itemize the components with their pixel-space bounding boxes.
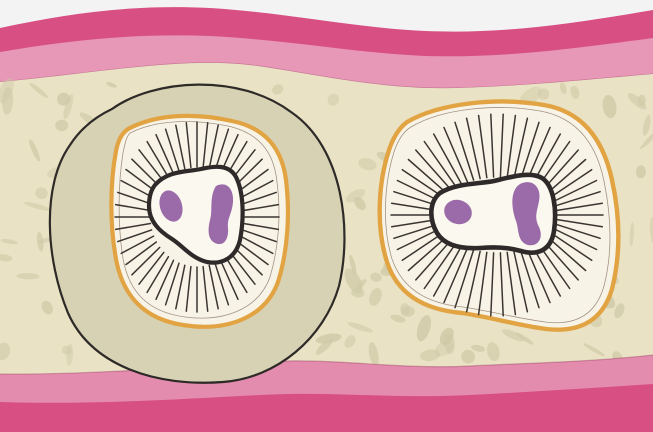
left-follicle: [50, 85, 345, 383]
right-follicle: [380, 102, 619, 330]
texture-spot: [636, 165, 646, 178]
texture-spot: [55, 120, 68, 131]
